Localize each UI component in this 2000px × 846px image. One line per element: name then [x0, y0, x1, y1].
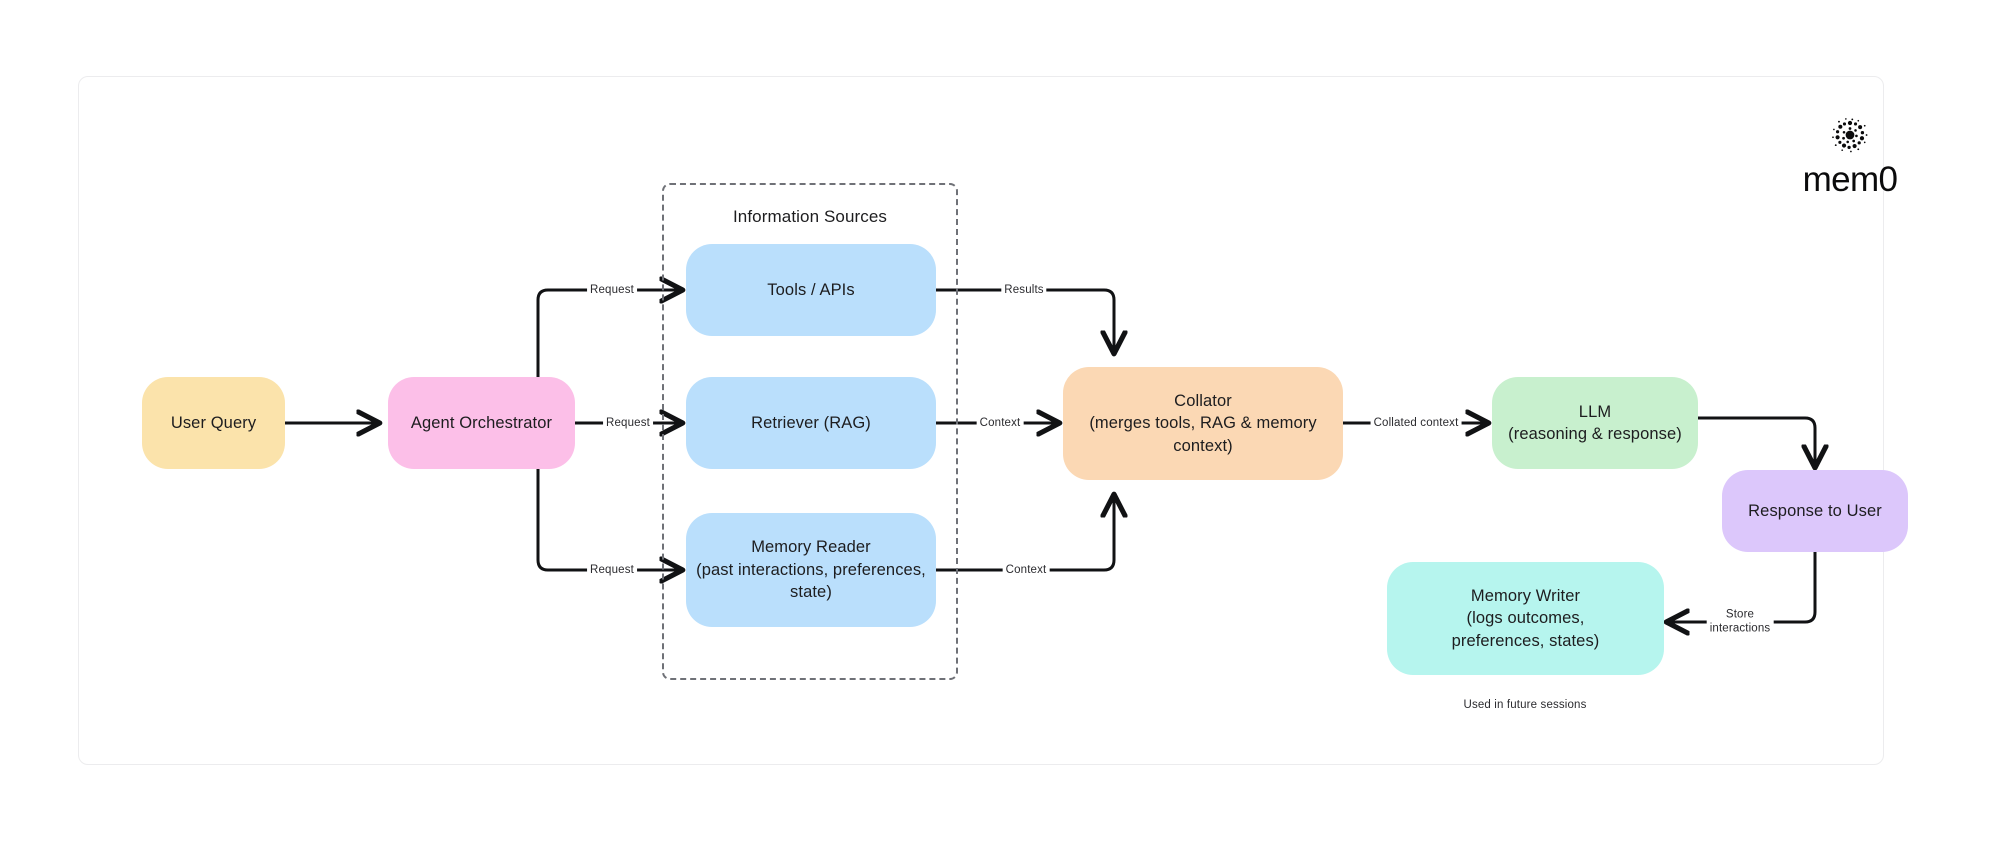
node-memory-writer-label: Memory Writer (logs outcomes, preference…: [1451, 586, 1600, 650]
node-user-query[interactable]: User Query: [142, 377, 285, 469]
annotation-used-in-future-sessions: Used in future sessions: [1463, 699, 1587, 711]
node-response-to-user-label: Response to User: [1748, 501, 1882, 520]
edge-label-context-retriever: Context: [976, 414, 1024, 432]
edge-label-results: Results: [1001, 281, 1047, 299]
node-response-to-user[interactable]: Response to User: [1722, 470, 1908, 552]
node-collator[interactable]: Collator (merges tools, RAG & memory con…: [1063, 367, 1343, 480]
group-title-information-sources: Information Sources: [732, 207, 888, 226]
node-memory-reader-label: Memory Reader (past interactions, prefer…: [696, 538, 926, 602]
node-agent-orchestrator-label: Agent Orchestrator: [410, 413, 553, 432]
edge-label-context-memory-reader: Context: [1002, 561, 1050, 579]
edge-label-request-retriever: Request: [603, 414, 653, 432]
node-retriever-rag[interactable]: Retriever (RAG): [686, 377, 936, 469]
edge-label-collated-context: Collated context: [1370, 414, 1462, 432]
mem0-dot-cluster-icon: [1832, 118, 1868, 153]
node-tools-apis[interactable]: Tools / APIs: [686, 244, 936, 336]
node-tools-apis-label: Tools / APIs: [767, 280, 855, 299]
brand-wordmark: mem0: [1802, 160, 1898, 199]
node-llm[interactable]: LLM (reasoning & response): [1492, 377, 1698, 469]
node-agent-orchestrator[interactable]: Agent Orchestrator: [388, 377, 575, 469]
node-user-query-label: User Query: [170, 413, 257, 432]
group-information-sources: Information Sources: [662, 183, 958, 680]
node-retriever-rag-label: Retriever (RAG): [751, 413, 871, 432]
edge-label-request-memory-reader: Request: [587, 561, 637, 579]
edge-label-store-interactions: Store interactions: [1706, 607, 1774, 637]
node-memory-writer[interactable]: Memory Writer (logs outcomes, preference…: [1387, 562, 1664, 675]
node-llm-label: LLM (reasoning & response): [1508, 402, 1682, 443]
edge-label-request-tools: Request: [587, 281, 637, 299]
brand-logo: mem0: [1790, 112, 1910, 200]
node-memory-reader[interactable]: Memory Reader (past interactions, prefer…: [686, 513, 936, 627]
node-collator-label: Collator (merges tools, RAG & memory con…: [1089, 391, 1317, 455]
